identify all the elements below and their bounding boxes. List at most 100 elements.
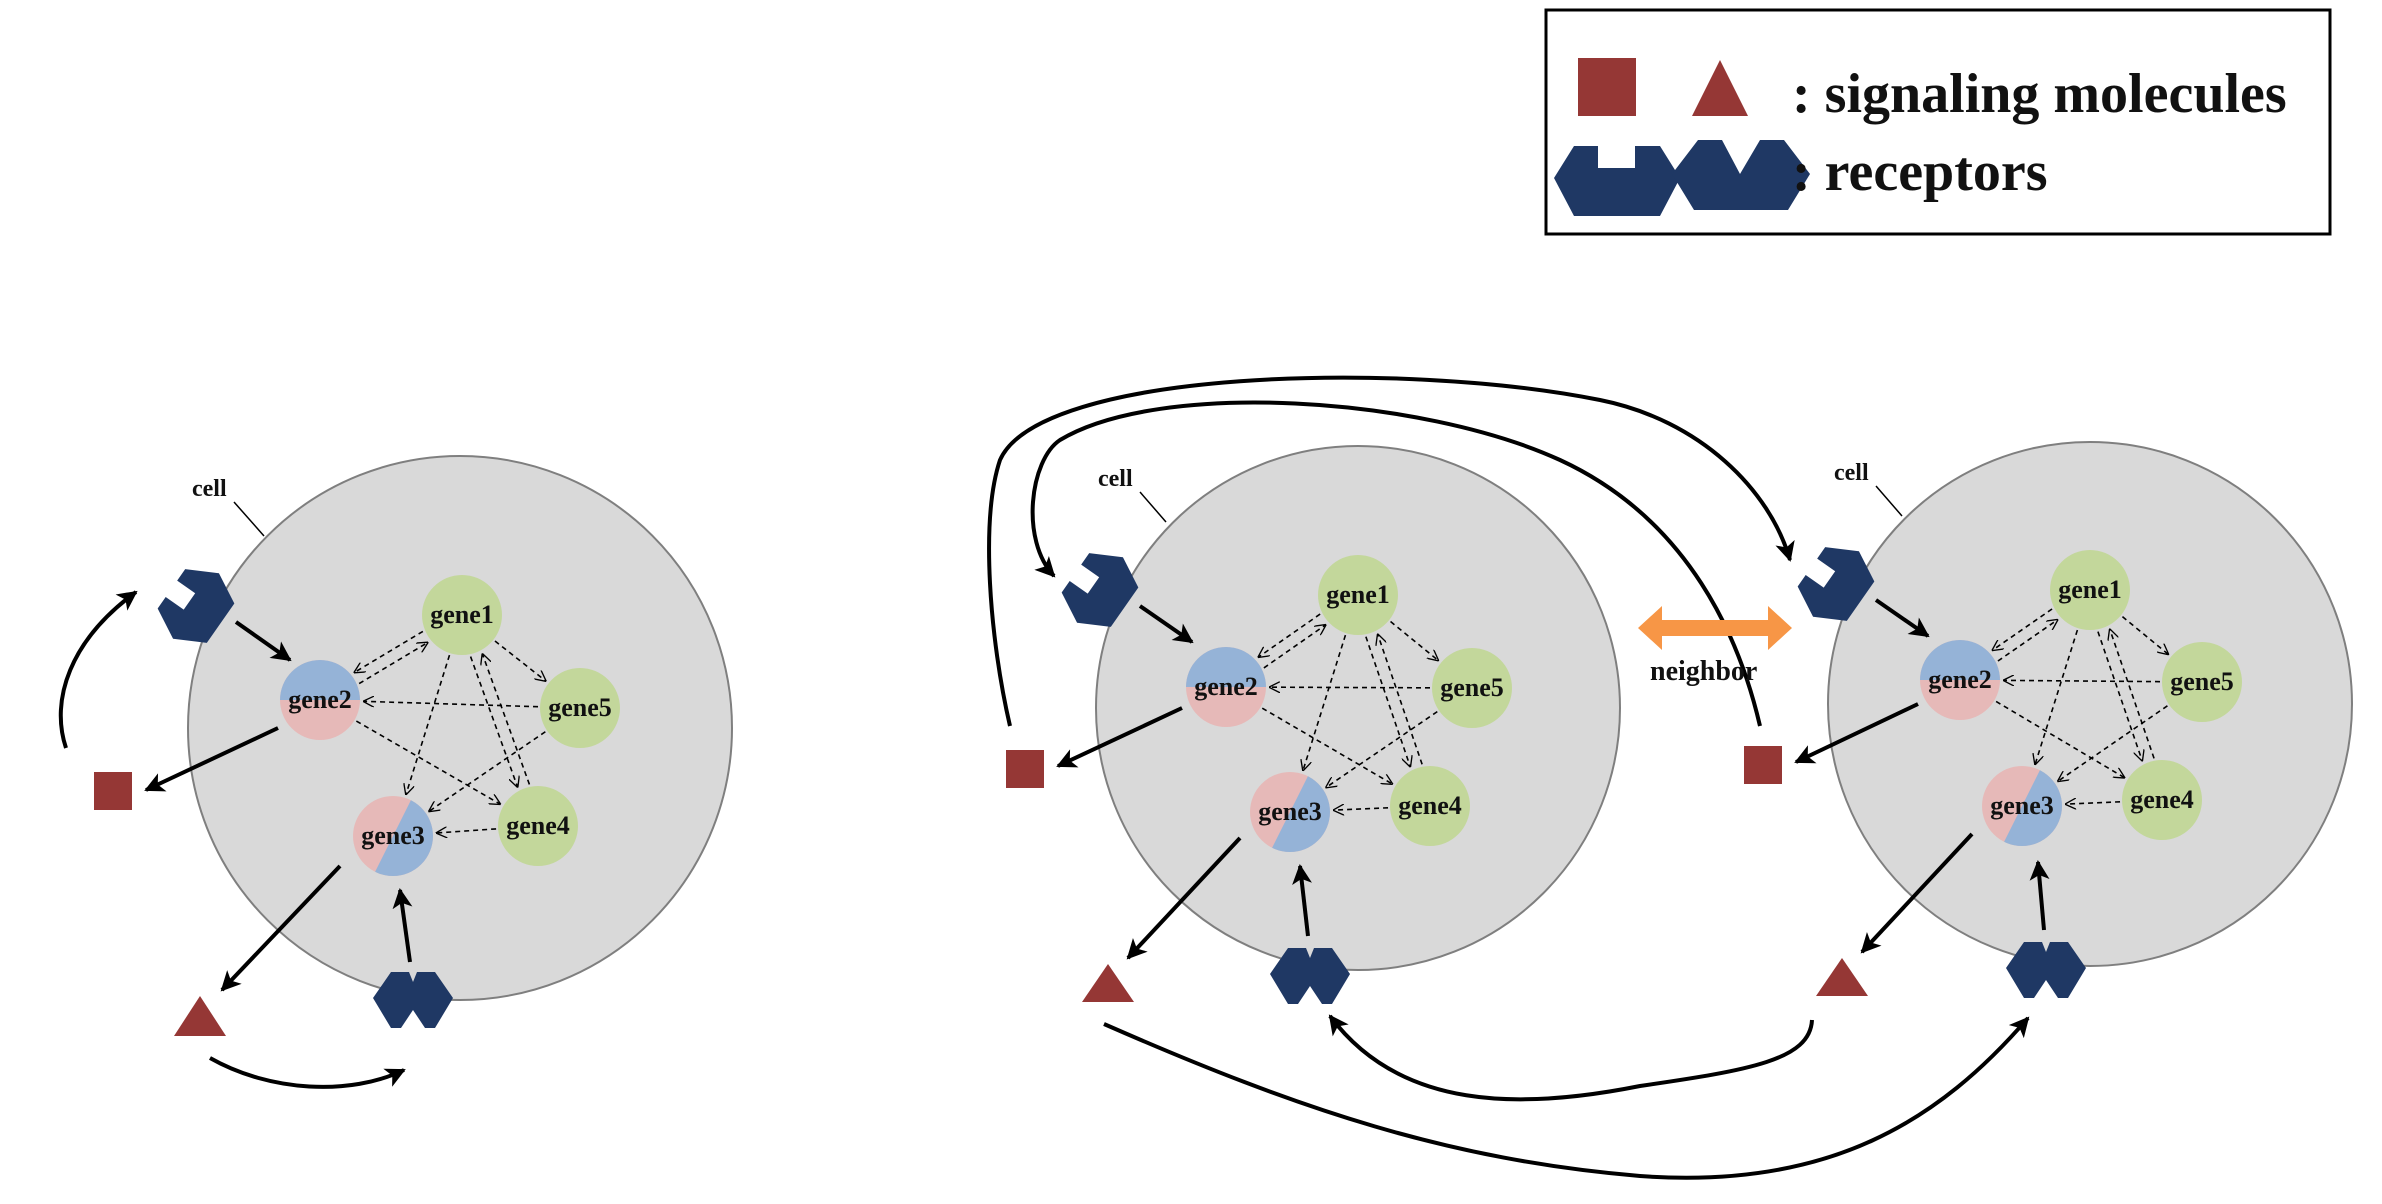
gene-circle: [1432, 648, 1512, 728]
regulation-arrow: [358, 643, 427, 685]
gene-node-gene4: gene4: [498, 786, 578, 866]
gene-circle: [1390, 766, 1470, 846]
gene-circle: [353, 796, 433, 876]
gene-label: gene4: [2130, 785, 2194, 814]
arrow-gene2-to-square: [144, 726, 279, 792]
regulation-arrow: [1995, 700, 2124, 777]
gene-node-gene5: gene5: [540, 668, 620, 748]
regulation-arrow: [437, 829, 497, 833]
regulation-arrow: [364, 701, 539, 708]
neighbor-double-arrow-icon: [1638, 606, 1792, 650]
gene-label: gene5: [548, 693, 612, 722]
regulation-arrow: [406, 654, 451, 794]
arrow-receptor-to-gene3: [1292, 864, 1312, 937]
gene-node-gene4: gene4: [1390, 766, 1470, 846]
arrow-cell3-triangle-to-cell2-receptor: [1328, 1014, 1814, 1102]
regulation-arrow: [2097, 631, 2142, 761]
u-receptor-icon: [1797, 547, 1875, 621]
regulation-arrow: [429, 731, 546, 811]
legend-u-receptor-icon: [1554, 146, 1680, 216]
cell-label-leader: [1139, 491, 1167, 523]
regulation-arrow: [1390, 620, 1438, 661]
gene-circle: [2162, 642, 2242, 722]
gene-node-gene1: gene1: [422, 575, 502, 655]
gene-node-gene5: gene5: [2162, 642, 2242, 722]
gene-node-gene1: gene1: [2050, 550, 2130, 630]
gene-label: gene4: [1398, 791, 1462, 820]
arrow-receptor-to-gene2: [1874, 598, 1930, 638]
gene-circle: [1920, 640, 2000, 720]
arrow-gene3-to-triangle: [1126, 836, 1242, 960]
regulation-arrow: [1334, 808, 1389, 810]
triangle-molecule-icon: [1082, 964, 1134, 1002]
regulation-arrow: [1326, 710, 1438, 788]
v-receptor-icon: [373, 972, 453, 1028]
cells-2-3-signaling: [987, 375, 2086, 1180]
gene-circle: [1250, 772, 1330, 852]
arrow-cell2-triangle-to-cell3-receptor: [1103, 1016, 2030, 1180]
square-molecule-icon: [94, 772, 132, 810]
cell-membrane: [1095, 445, 1621, 971]
arrow-square-to-receptor: [58, 590, 138, 749]
cell-3: [1827, 441, 2353, 967]
arrow-triangle-to-receptor: [209, 1056, 406, 1089]
gene-node-gene3: gene3: [1982, 766, 2062, 846]
regulation-arrow: [2121, 616, 2168, 654]
neighbor-indicator: neighbor: [1638, 606, 1792, 687]
gene-node-gene2: gene2: [1186, 647, 1266, 727]
gene-label: gene5: [1440, 673, 1504, 702]
arrow-receptor-to-gene2: [1138, 604, 1194, 644]
gene-circle: [1982, 766, 2062, 846]
cell-label-leader: [233, 501, 265, 537]
gene-label: gene1: [2058, 575, 2122, 604]
gene-circle: [2050, 550, 2130, 630]
regulation-arrow: [1993, 608, 2053, 650]
cell-membrane: [1827, 441, 2353, 967]
regulation-arrow: [1997, 620, 2057, 662]
arrow-cell3-square-to-cell2-receptor: [1030, 400, 1762, 727]
cell-label-group-1: cell: [192, 476, 265, 537]
regulation-arrow: [1378, 635, 1423, 765]
gene-node-gene3: gene3: [353, 796, 433, 876]
regulation-arrow: [355, 720, 500, 804]
legend-signaling-label: : signaling molecules: [1792, 63, 2287, 125]
u-receptor-icon: [157, 569, 235, 643]
gene-label: gene3: [1990, 791, 2054, 820]
legend-v-receptor-icon: [1672, 140, 1810, 210]
gene-circle: [1318, 555, 1398, 635]
cell-1-signaling: [58, 569, 453, 1089]
cell-label: cell: [192, 476, 227, 502]
u-receptor-icon: [1061, 553, 1139, 627]
regulation-arrow: [494, 640, 545, 681]
regulation-arrow: [2066, 802, 2121, 804]
arrow-receptor-to-gene2: [234, 620, 292, 662]
gene-label: gene2: [1194, 672, 1258, 701]
gene-node-gene3: gene3: [1250, 772, 1330, 852]
arrow-gene3-to-triangle: [1860, 832, 1974, 954]
gene-node-gene2: gene2: [280, 660, 360, 740]
regulation-arrow: [2110, 630, 2155, 759]
gene-label: gene3: [361, 821, 425, 850]
arrow-gene2-to-square: [1794, 702, 1919, 764]
cell-label-group-3: cell: [1834, 460, 1903, 517]
gene-label: gene1: [430, 600, 494, 629]
cell-membrane: [187, 455, 733, 1001]
gene-label: gene5: [2170, 667, 2234, 696]
legend-receptors-label: : receptors: [1792, 141, 2048, 203]
arrow-receptor-to-gene3: [392, 888, 413, 963]
legend-box: [1544, 8, 2332, 236]
regulation-arrow: [2035, 629, 2079, 764]
gene-circle: [498, 786, 578, 866]
regulation-arrow: [1263, 625, 1325, 669]
gene-label: gene1: [1326, 580, 1390, 609]
regulation-arrow: [1261, 707, 1392, 784]
gene-node-gene4: gene4: [2122, 760, 2202, 840]
gene-circle: [422, 575, 502, 655]
gene-node-gene5: gene5: [1432, 648, 1512, 728]
triangle-molecule-icon: [174, 996, 226, 1036]
gene-label: gene3: [1258, 797, 1322, 826]
arrow-gene2-to-square: [1056, 706, 1183, 768]
cell-label: cell: [1834, 460, 1869, 486]
cell-label-leader: [1875, 485, 1903, 517]
